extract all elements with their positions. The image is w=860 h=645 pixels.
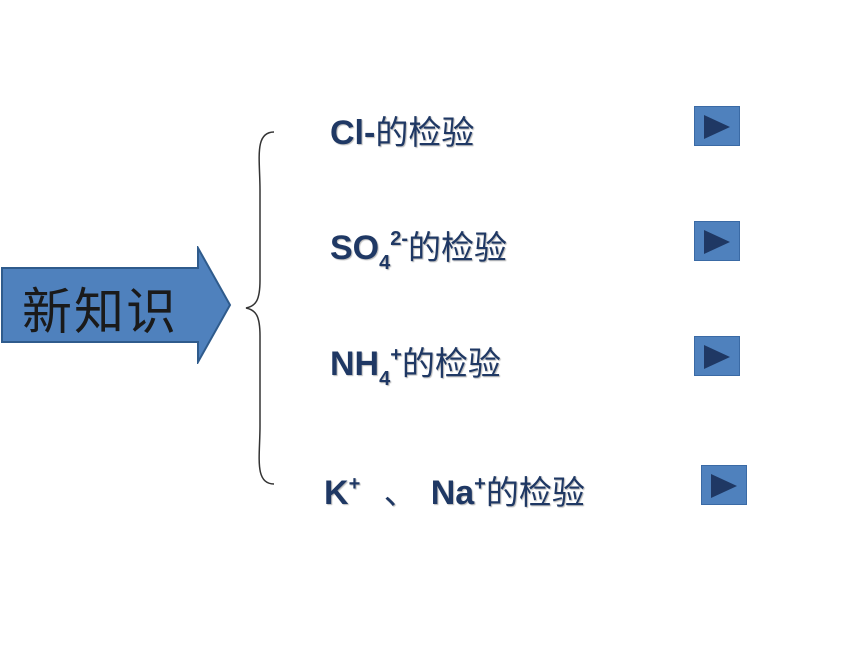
play-button-cl[interactable] bbox=[694, 106, 740, 146]
item-cl-formula: Cl- bbox=[330, 114, 376, 152]
new-knowledge-arrow bbox=[1, 246, 232, 364]
item-cl-test: Cl-的检验 bbox=[330, 106, 474, 154]
play-button-nh4[interactable] bbox=[694, 336, 740, 376]
item-nh4-test: NH4+的检验 bbox=[330, 337, 501, 390]
item-so4-sub: 4 bbox=[379, 251, 391, 274]
curly-brace bbox=[245, 131, 275, 485]
item-nh4-sub: 4 bbox=[379, 367, 391, 390]
item-na-sup: + bbox=[474, 472, 486, 495]
play-button-so4[interactable] bbox=[694, 221, 740, 261]
item-k-sup: + bbox=[348, 472, 361, 495]
item-cl-suffix: 的检验 bbox=[375, 113, 475, 152]
item-so4-sup: 2- bbox=[390, 227, 409, 250]
item-nh4-base: NH bbox=[330, 345, 380, 383]
arrow-label: 新知识 bbox=[22, 283, 178, 341]
item-na-base: Na bbox=[430, 474, 475, 512]
item-so4-base: SO bbox=[330, 229, 380, 267]
item-nh4-sup: + bbox=[390, 343, 402, 366]
item-so4-test: SO42-的检验 bbox=[330, 221, 508, 274]
item-nh4-suffix: 的检验 bbox=[401, 344, 501, 383]
item-so4-suffix: 的检验 bbox=[408, 228, 508, 267]
item-k-na-test: K+ 、Na+的检验 bbox=[324, 466, 585, 514]
item-k-base: K bbox=[324, 474, 349, 512]
play-button-k-na[interactable] bbox=[701, 465, 747, 505]
item-separator: 、 bbox=[383, 473, 417, 512]
item-k-na-suffix: 的检验 bbox=[485, 473, 585, 512]
